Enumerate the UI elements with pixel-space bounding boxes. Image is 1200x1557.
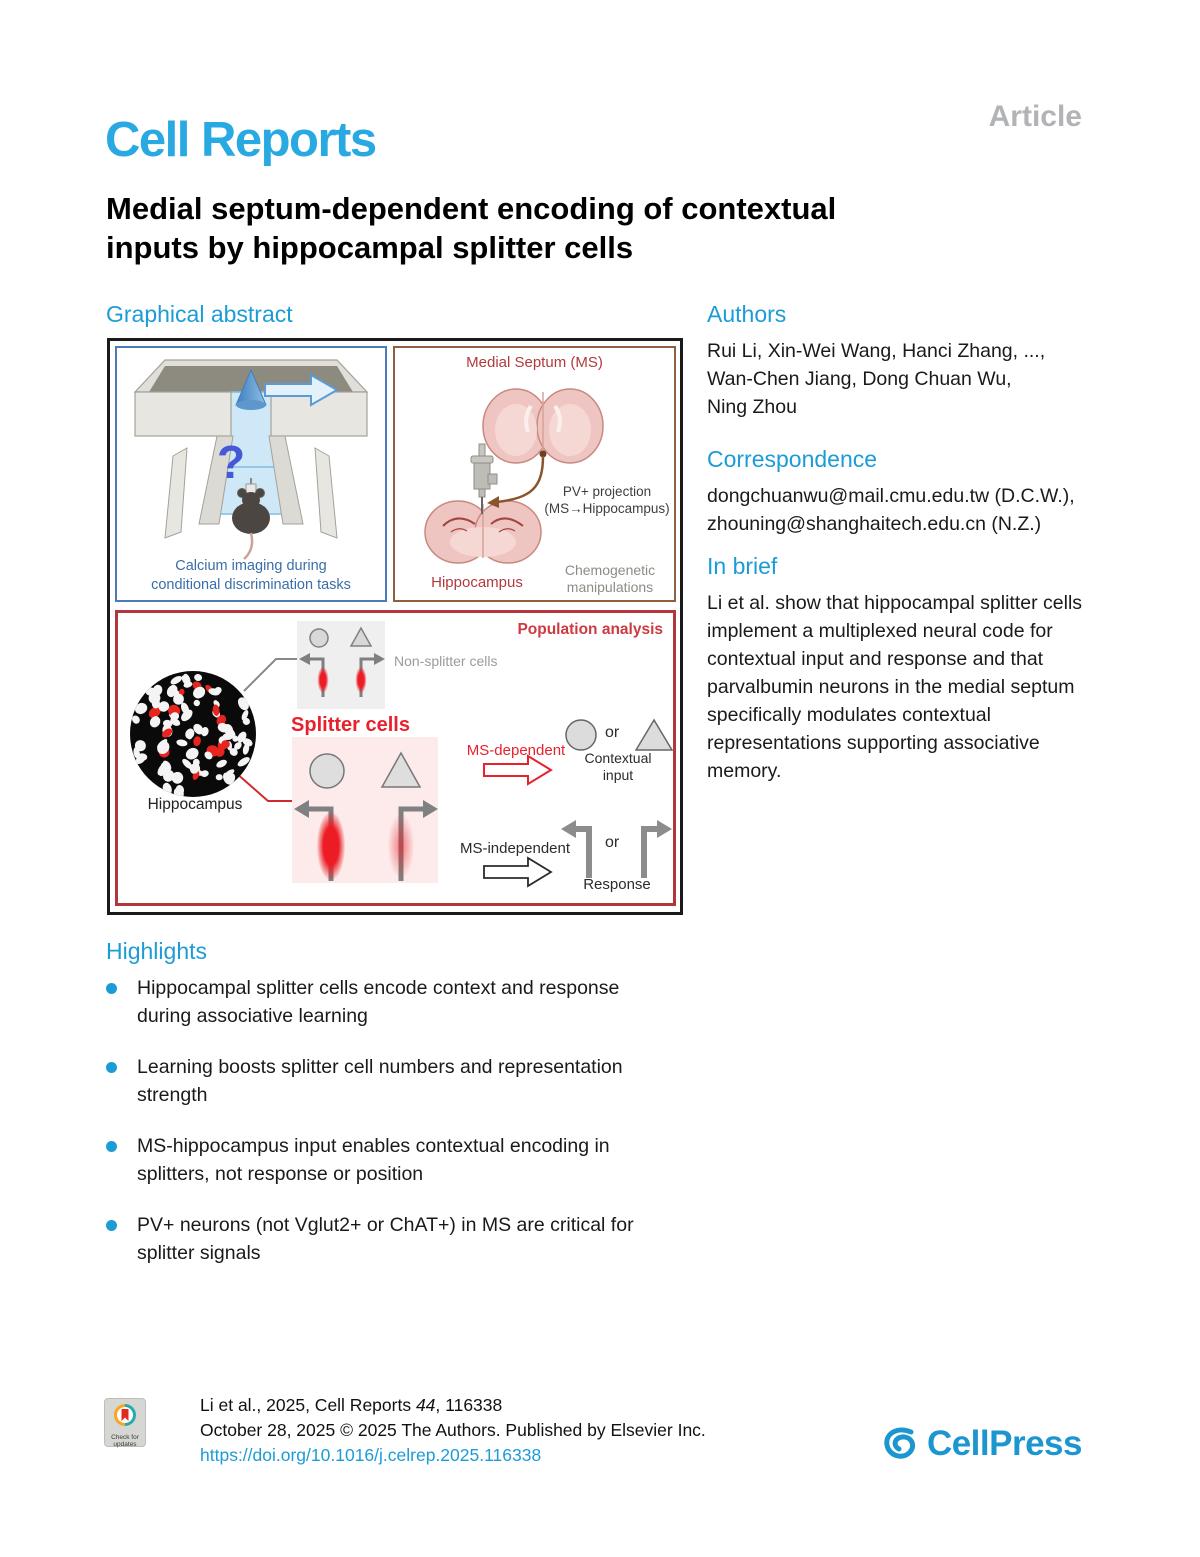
highlight-item: PV+ neurons (not Vglut2+ or ChAT+) in MS… xyxy=(106,1211,666,1267)
in-brief-text: Li et al. show that hippocampal splitter… xyxy=(707,592,1083,782)
bullet-icon xyxy=(106,983,117,994)
pv-projection-arrow xyxy=(487,455,545,508)
panel-calcium-imaging: ? Calcium imaging during conditional dis… xyxy=(115,346,387,602)
medial-septum-section xyxy=(482,388,604,464)
hippocampus-field-label: Hippocampus xyxy=(147,796,243,813)
journal-logo: Cell Reports xyxy=(105,113,377,167)
response-label: Response xyxy=(583,876,651,893)
graphical-abstract-heading: Graphical abstract xyxy=(106,301,293,327)
pv-projection-label: PV+ projection (MS→Hippocampus) xyxy=(544,484,670,516)
author-line: Rui Li, Xin-Wei Wang, Hanci Zhang, ..., xyxy=(707,340,1046,362)
highlight-item: Hippocampal splitter cells encode contex… xyxy=(106,974,666,1030)
paper-title-line1: Medial septum-dependent encoding of cont… xyxy=(106,191,837,226)
correspondence-emails: dongchuanwu@mail.cmu.edu.tw (D.C.W.), zh… xyxy=(707,482,1107,538)
panel-chemogenetic: Medial Septum (MS) PV+ projection (MS→Hi… xyxy=(393,346,676,602)
bullet-icon xyxy=(106,1062,117,1073)
authors-heading: Authors xyxy=(707,301,787,327)
or-label-response: or xyxy=(605,834,620,851)
cellpress-mark-icon xyxy=(884,1427,915,1459)
contextual-input-label: Contextual input xyxy=(584,750,652,783)
non-splitter-diagram xyxy=(297,621,385,709)
medial-septum-label: Medial Septum (MS) xyxy=(466,354,603,371)
paper-title: Medial septum-dependent encoding of cont… xyxy=(106,190,1086,268)
microscopy-field-image xyxy=(130,671,256,797)
correspondence-email-2[interactable]: zhouning@shanghaitech.edu.cn (N.Z.) xyxy=(707,513,1042,535)
correspondence-email-1[interactable]: dongchuanwu@mail.cmu.edu.tw (D.C.W.), xyxy=(707,485,1075,507)
hippocampus-section xyxy=(424,500,542,564)
splitter-diagram xyxy=(292,737,438,883)
author-list: Rui Li, Xin-Wei Wang, Hanci Zhang, ..., … xyxy=(707,337,1107,421)
author-line: Wan-Chen Jiang, Dong Chuan Wu, xyxy=(707,368,1012,390)
cone-cue-icon xyxy=(235,368,267,410)
highlight-item: MS-hippocampus input enables contextual … xyxy=(106,1132,666,1188)
population-analysis-illustration xyxy=(130,621,673,888)
t-maze-illustration xyxy=(133,359,369,560)
highlights-list: Hippocampal splitter cells encode contex… xyxy=(106,974,666,1290)
brain-sections-illustration xyxy=(424,388,604,564)
contextual-input-shapes xyxy=(565,718,673,751)
paper-title-line2: inputs by hippocampal splitter cells xyxy=(106,229,634,265)
response-arrows xyxy=(561,820,672,878)
check-for-updates-badge[interactable]: Check for updates xyxy=(104,1398,146,1449)
citation-line: Li et al., 2025, Cell Reports 44, 116338 xyxy=(200,1395,503,1415)
doi-link[interactable]: https://doi.org/10.1016/j.celrep.2025.11… xyxy=(200,1445,542,1465)
or-label-context: or xyxy=(605,724,620,741)
check-for-updates-icon xyxy=(114,1404,136,1426)
publish-line: October 28, 2025 © 2025 The Authors. Pub… xyxy=(200,1420,706,1440)
right-turn-arrow-icon xyxy=(264,373,340,407)
mouse-icon xyxy=(232,478,270,560)
non-splitter-label: Non-splitter cells xyxy=(394,653,498,669)
cannula-icon xyxy=(470,443,498,514)
ms-independent-label: MS-independent xyxy=(459,840,571,857)
ms-independent-arrow-icon xyxy=(483,856,553,888)
author-line: Ning Zhou xyxy=(707,396,797,418)
question-mark: ? xyxy=(217,436,246,488)
splitter-cells-label: Splitter cells xyxy=(291,714,410,736)
check-for-updates-label: Check for updates xyxy=(111,1434,139,1449)
population-analysis-title: Population analysis xyxy=(517,621,663,638)
cellpress-wordmark: CellPress xyxy=(926,1424,1083,1463)
chemogenetic-label: Chemogenetic manipulations xyxy=(564,562,656,595)
ms-dependent-arrow-icon xyxy=(483,754,553,786)
bullet-icon xyxy=(106,1220,117,1231)
highlights-heading: Highlights xyxy=(106,938,207,964)
in-brief-heading: In brief xyxy=(707,553,778,579)
highlight-item: Learning boosts splitter cell numbers an… xyxy=(106,1053,666,1109)
panel-population-analysis: Population analysis Non-splitter cells S… xyxy=(115,610,676,906)
cellpress-logo: CellPress xyxy=(881,1424,1083,1464)
graphical-abstract-figure: ? Calcium imaging during conditional dis… xyxy=(107,338,683,915)
ms-dependent-label: MS-dependent xyxy=(466,742,566,759)
article-type-tag: Article xyxy=(988,100,1082,133)
hippocampus-label: Hippocampus xyxy=(431,574,523,591)
bullet-icon xyxy=(106,1141,117,1152)
correspondence-heading: Correspondence xyxy=(707,446,878,472)
panel-a-caption: Calcium imaging during conditional discr… xyxy=(151,558,351,594)
citation-block: Li et al., 2025, Cell Reports 44, 116338… xyxy=(200,1393,760,1468)
